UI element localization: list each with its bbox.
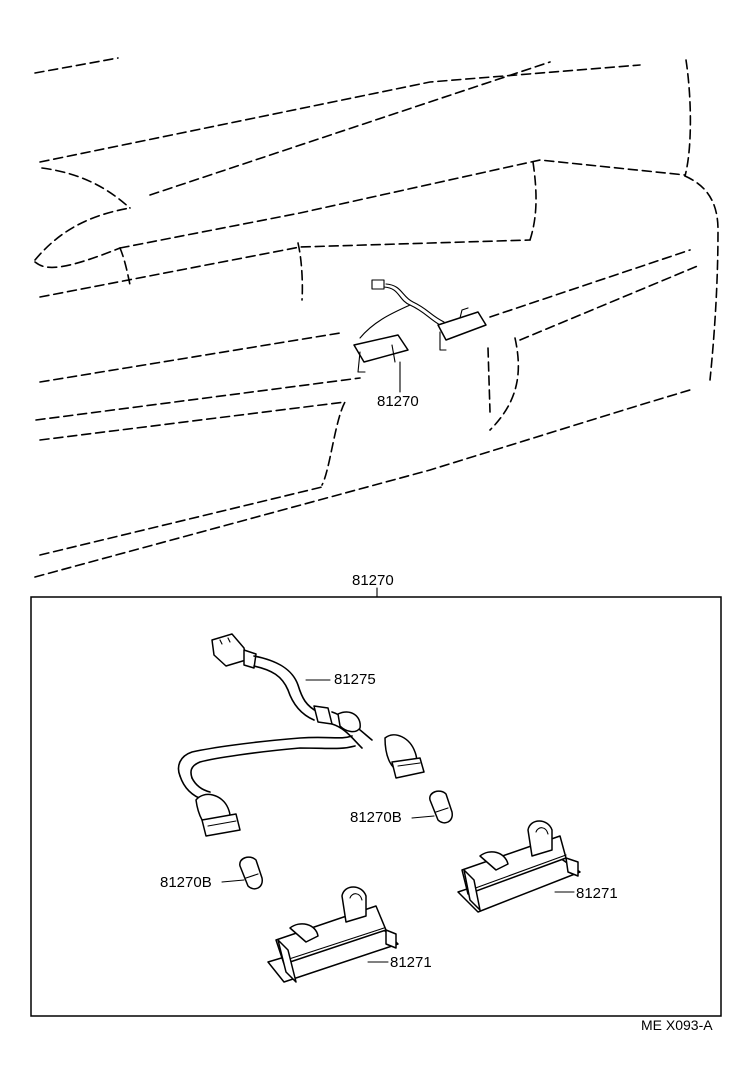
vehicle-rear-outline [34, 57, 719, 578]
label-assembly-overview: 81270 [377, 393, 419, 410]
detail-frame [30, 596, 722, 1017]
wire-harness-81275 [177, 633, 425, 837]
lamp-right-81271 [457, 820, 581, 913]
bulb-left-81270B [221, 856, 263, 890]
bulb-right-81270B [411, 790, 453, 824]
label-wire-harness: 81275 [334, 671, 376, 688]
lamp-assembly-installed [353, 279, 487, 393]
lamp-left-81271 [267, 886, 399, 983]
label-lamp-left: 81271 [390, 954, 432, 971]
label-lamp-right: 81271 [576, 885, 618, 902]
drawing-code: ME X093-A [641, 1017, 713, 1033]
label-bulb-right: 81270B [350, 809, 402, 826]
label-assembly-detail: 81270 [352, 572, 394, 589]
label-bulb-left: 81270B [160, 874, 212, 891]
